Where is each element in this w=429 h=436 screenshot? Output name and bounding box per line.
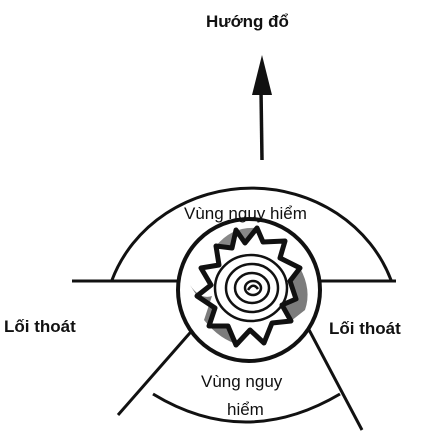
lower-danger-zone-label-line1: Vùng nguy xyxy=(201,372,283,391)
escape-route-right-label: Lối thoát xyxy=(329,319,401,338)
lower-danger-zone-left-line xyxy=(118,326,196,415)
lower-danger-zone-label-line2: hiểm xyxy=(227,400,264,419)
felling-direction-label: Hướng đổ xyxy=(206,12,289,31)
tree-stump-cross-section xyxy=(178,219,320,361)
escape-route-left-label: Lối thoát xyxy=(4,317,76,336)
felling-direction-arrow-head xyxy=(252,55,272,95)
lower-danger-zone-right-line xyxy=(307,326,362,430)
felling-direction-arrow-shaft xyxy=(261,90,262,160)
upper-danger-zone-label: Vùng nguy hiểm xyxy=(184,204,307,223)
